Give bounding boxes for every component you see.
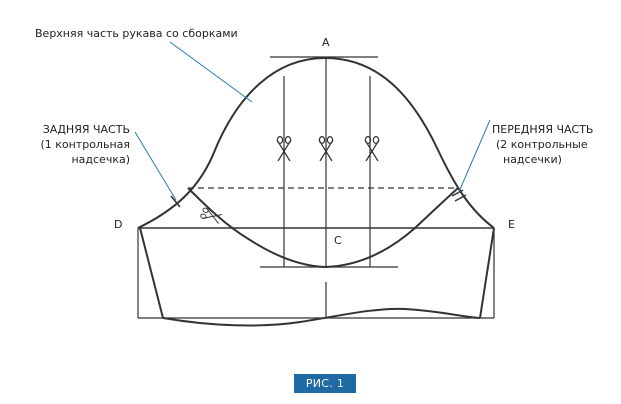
leader-back [134,131,177,201]
back-label-line2: (1 контрольная [40,138,130,151]
point-d-label: D [114,218,122,231]
front-label-line3: надсечки) [503,153,562,166]
point-e-label: E [508,218,515,231]
leader-front [457,119,491,195]
leader-top-title [169,41,253,103]
sleeve-cap-outline [137,56,495,229]
scissors-icon [364,136,380,162]
back-label-line1: ЗАДНЯЯ ЧАСТЬ [43,123,130,136]
point-a-label: A [322,36,330,49]
back-label-line3: надсечка) [71,153,130,166]
figure-label: РИС. 1 [294,374,356,393]
top-title-label: Верхняя часть рукава со сборками [35,27,238,40]
point-c-label: C [334,234,342,247]
back-notch [170,195,181,208]
front-notch-1 [451,189,464,197]
front-notch-2 [454,194,467,202]
front-label-line1: ПЕРЕДНЯЯ ЧАСТЬ [492,123,593,136]
sleeve-hem-curve [162,307,481,327]
left-side-seam [139,227,164,319]
front-label-line2: (2 контрольные [496,138,588,151]
right-side-seam [479,227,495,319]
